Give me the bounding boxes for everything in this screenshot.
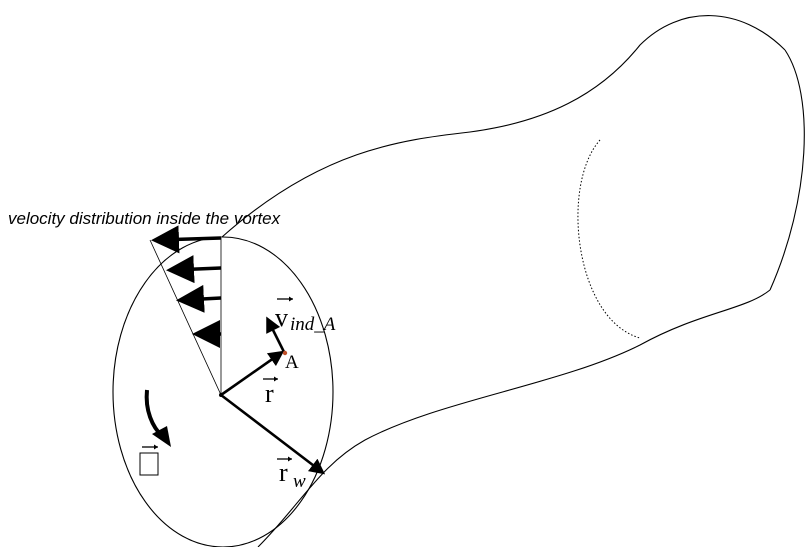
tube-upper-edge — [221, 15, 786, 238]
tube-far-end-hidden-edge — [577, 139, 641, 339]
velocity-distribution-caption: velocity distribution inside the vortex — [8, 209, 281, 228]
velocity-distribution-triangle — [149, 238, 222, 396]
wake-radius-vector — [220, 393, 326, 475]
rotation-arrow — [144, 389, 171, 447]
vortex-cross-section — [112, 236, 334, 547]
vortex-center-point — [219, 393, 223, 397]
radius-symbol: r — [265, 379, 274, 408]
velocity-arrow — [166, 255, 222, 284]
circulation-symbol-box — [139, 444, 159, 476]
distribution-envelope — [149, 239, 222, 396]
vortex-tube-outline — [221, 15, 805, 547]
position-vector-label: r — [263, 376, 278, 408]
position-vector-r — [220, 350, 285, 397]
tube-lower-edge — [257, 289, 771, 547]
induced-velocity-vector — [266, 316, 286, 353]
velocity-subscript: ind_A — [290, 314, 336, 335]
point-a-marker — [282, 350, 288, 356]
velocity-arrows — [151, 225, 222, 348]
point-a-label: A — [285, 352, 299, 373]
wake-radius-subscript: w — [293, 471, 306, 492]
velocity-arrow — [176, 284, 222, 313]
velocity-arrow — [151, 225, 222, 254]
induced-velocity-label: v ind_A — [275, 296, 336, 335]
tube-far-end-visible-edge — [769, 49, 805, 291]
velocity-symbol: v — [275, 303, 288, 332]
wake-radius-label: r w — [277, 456, 306, 492]
wake-radius-symbol: r — [279, 458, 288, 487]
